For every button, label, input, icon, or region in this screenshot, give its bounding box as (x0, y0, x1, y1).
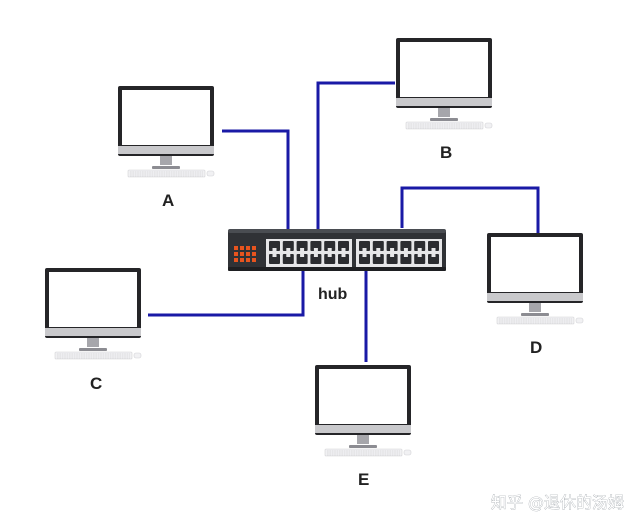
hub-port (282, 254, 294, 264)
hub-port-notch (286, 248, 291, 251)
hub-port (310, 254, 322, 264)
hub-port-notch (300, 248, 305, 251)
hub-port-notch (272, 254, 277, 257)
hub-port (359, 254, 370, 264)
hub-port-notch (431, 254, 436, 257)
hub-port (338, 241, 349, 251)
hub-port-notch (390, 248, 395, 251)
hub-port-notch (341, 248, 346, 251)
hub-port-notch (341, 254, 346, 257)
hub-port (324, 254, 336, 264)
cable-hub-a (222, 129, 290, 230)
hub-port (310, 241, 322, 251)
hub-port-notch (431, 248, 436, 251)
hub-port-bank-right (356, 239, 442, 267)
hub-port-notch (300, 254, 305, 257)
hub-port-notch (272, 248, 277, 251)
watermark-text: 知乎 @退休的汤姆 (491, 493, 624, 512)
hub-port (400, 241, 412, 251)
hub-leds (234, 246, 256, 262)
node-label-d: D (530, 338, 542, 357)
hub-port-notch (313, 248, 318, 251)
cables (148, 81, 540, 362)
hub-port (414, 241, 426, 251)
hub-port (372, 241, 384, 251)
computer-c: C (44, 267, 142, 393)
cable-hub-c (148, 268, 305, 317)
hub-port (296, 254, 308, 264)
hub-port-notch (403, 248, 408, 251)
hub-port-notch (417, 254, 422, 257)
hub-port-notch (403, 254, 408, 257)
hub-port-notch (376, 254, 381, 257)
hub-label: hub (318, 286, 348, 303)
hub-port (269, 241, 280, 251)
hub-port (428, 254, 439, 264)
computer-e: E (314, 364, 412, 489)
hub-port-notch (362, 254, 367, 257)
hub-port-notch (286, 254, 291, 257)
computer-d: D (486, 232, 584, 357)
node-label-b: B (440, 143, 452, 162)
hub-device (228, 229, 446, 271)
hub-port-notch (417, 248, 422, 251)
hub-port-notch (313, 254, 318, 257)
node-label-c: C (90, 374, 102, 393)
hub-port (372, 254, 384, 264)
hub-port-bank-left (266, 239, 352, 267)
computer-a: A (117, 85, 215, 210)
node-label-a: A (162, 191, 174, 210)
hub-port (269, 254, 280, 264)
node-label-e: E (358, 470, 369, 489)
hub-port-notch (327, 248, 332, 251)
hub-port (400, 254, 412, 264)
hub-port (296, 241, 308, 251)
hub-port (282, 241, 294, 251)
hub-port (338, 254, 349, 264)
cable-hub-b (316, 81, 395, 230)
hub-port (324, 241, 336, 251)
hub-port-notch (376, 248, 381, 251)
hub-port (386, 241, 398, 251)
cable-hub-d (400, 186, 540, 233)
hub-port (386, 254, 398, 264)
hub-port-notch (362, 248, 367, 251)
hub-port-notch (390, 254, 395, 257)
hub-port (414, 254, 426, 264)
computer-b: B (395, 37, 493, 162)
hub-port-notch (327, 254, 332, 257)
hub-port (428, 241, 439, 251)
hub-port (359, 241, 370, 251)
